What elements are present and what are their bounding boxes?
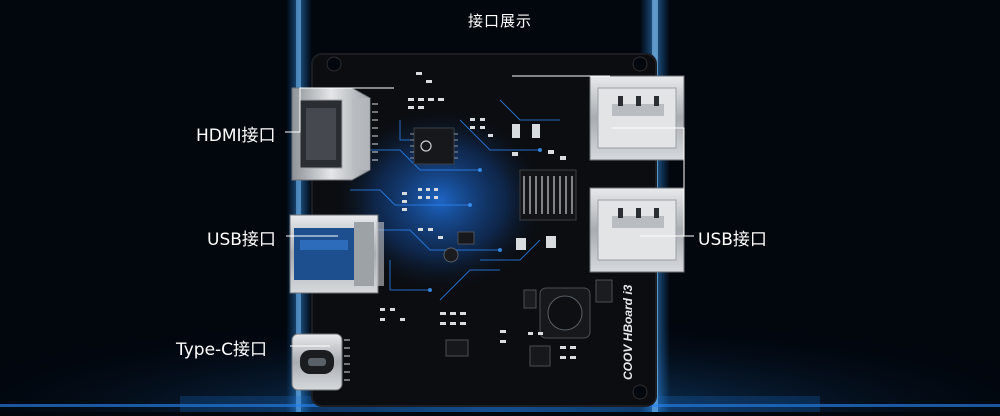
board-silkscreen: COOV HBoard i3 (621, 284, 635, 380)
type-c-port-label: Type-C接口 (176, 340, 268, 360)
hdmi-connector (291, 87, 378, 181)
mcu-chip (413, 127, 455, 165)
page-title: 接口展示 (467, 12, 532, 30)
usb-connector-left (289, 214, 384, 294)
usb-port-label-left: USB接口 (207, 230, 276, 250)
type-c-connector (291, 333, 350, 391)
usb-connector-right-bottom (589, 187, 685, 273)
usb-port-label-right: USB接口 (698, 230, 767, 250)
circuit-glow (330, 105, 550, 295)
callout-lines (285, 75, 694, 347)
hdmi-port-label: HDMI接口 (196, 126, 276, 146)
usb-connector-right-top (589, 75, 685, 161)
buzzer (443, 247, 459, 263)
